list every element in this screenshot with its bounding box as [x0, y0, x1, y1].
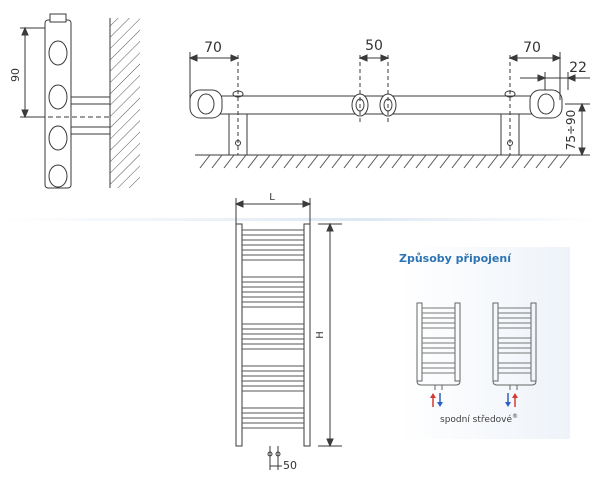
- pipe-depth-label: 22: [569, 60, 587, 76]
- center-spacing-label: 50: [365, 38, 383, 54]
- front-view-bars: [242, 229, 304, 429]
- radiator-icon-right: [492, 302, 537, 390]
- side-view: [20, 13, 140, 189]
- left-offset-label: 70: [204, 40, 222, 56]
- flow-arrows-icon: [430, 393, 518, 407]
- top-view: [188, 52, 590, 169]
- right-offset-label: 70: [523, 40, 541, 56]
- width-label: L: [269, 192, 275, 203]
- caption-text: spodní středové: [440, 415, 513, 425]
- side-height-label: 90: [9, 68, 22, 82]
- height-label: H: [315, 331, 326, 339]
- section-divider: [0, 218, 600, 221]
- front-view: [234, 198, 342, 470]
- bottom-spacing-label: 50: [283, 459, 297, 472]
- connection-panel-caption: spodní středové®: [440, 413, 518, 425]
- height-range-label: 75÷90: [564, 110, 578, 151]
- caption-mark: ®: [512, 413, 519, 420]
- connection-panel-title: Způsoby připojení: [399, 252, 511, 265]
- radiator-icon-bars: [422, 307, 531, 374]
- radiator-icon-left: [416, 302, 461, 390]
